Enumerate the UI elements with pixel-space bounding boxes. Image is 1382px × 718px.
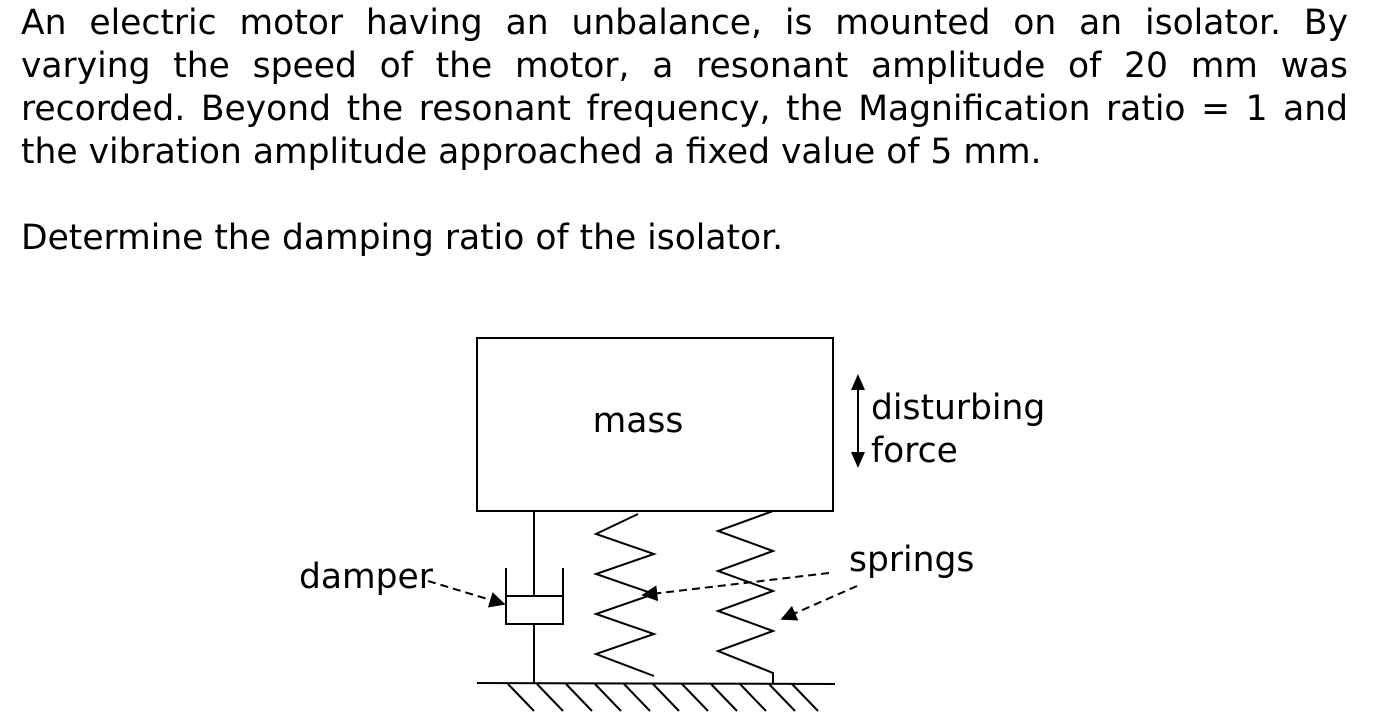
ground <box>476 682 836 712</box>
mass-block <box>476 337 834 512</box>
springs-pointer-arrow-left <box>641 572 830 602</box>
damper-pointer-arrow <box>427 580 506 608</box>
mass-label: mass <box>593 401 684 441</box>
problem-statement: An electric motor having an unbalance, i… <box>21 3 1348 172</box>
disturbing-force-label-line2: force <box>871 431 958 471</box>
problem-question: Determine the damping ratio of the isola… <box>21 218 784 258</box>
springs-pointer-arrow-right <box>780 585 858 621</box>
spring-right <box>715 510 776 683</box>
damper <box>505 511 564 683</box>
problem-text: An electric motor having an unbalance, i… <box>21 2 1348 260</box>
damper-label: damper <box>299 557 434 597</box>
springs-label: springs <box>849 540 974 580</box>
disturbing-force-label-line1: disturbing <box>871 388 1045 428</box>
disturbing-force-arrow <box>851 374 865 468</box>
